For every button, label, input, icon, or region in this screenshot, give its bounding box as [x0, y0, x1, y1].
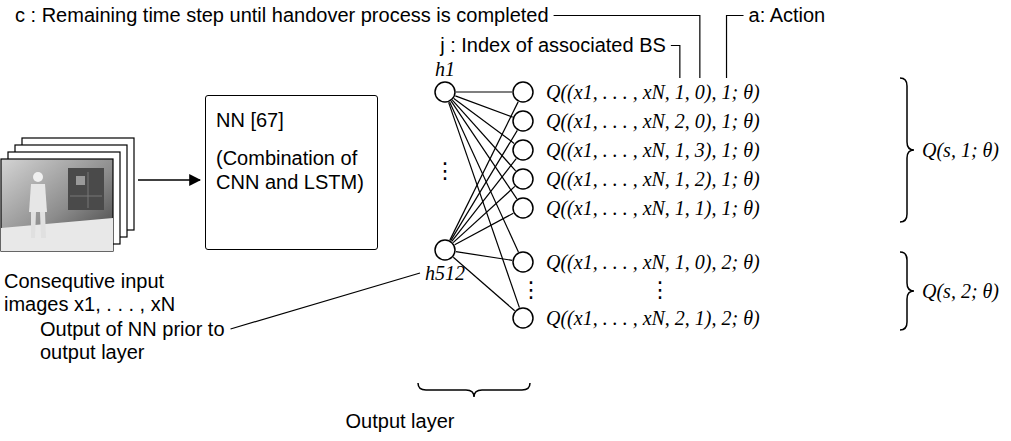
variable-note: c : Remaining time step until handover p…	[15, 4, 549, 27]
variable-note: j : Index of associated BS	[440, 34, 666, 57]
connection-line	[451, 130, 518, 240]
callout-label: Output of NN prior to output layer	[40, 318, 240, 364]
unit-shape	[512, 139, 534, 161]
block-description: (Combination of CNN and LSTM)	[216, 146, 367, 194]
unit-shape	[512, 110, 534, 132]
unit-shape	[434, 81, 456, 103]
connection-line	[452, 100, 515, 171]
block-title: NN [67]	[216, 108, 367, 132]
person-head	[33, 172, 43, 182]
output-unit: Q((x1, . . . , xN, 1, 0), 1; θ)	[512, 81, 534, 103]
connection-line	[454, 99, 514, 144]
unit-shape	[512, 197, 534, 219]
leader-line	[231, 273, 420, 329]
unit-circle	[513, 308, 533, 328]
unit-shape	[512, 307, 534, 329]
unit-shape	[512, 81, 534, 103]
brace	[900, 252, 914, 330]
person-legs	[31, 212, 46, 238]
input-caption: Consequtive input images x1, . . . , xN	[4, 270, 214, 316]
output-unit: Q((x1, . . . , xN, 1, 3), 1; θ)	[512, 139, 534, 161]
unit-shape	[512, 251, 534, 273]
unit-label: Q((x1, . . . , xN, 1, 3), 1; θ)	[546, 140, 760, 160]
unit-label: Q((x1, . . . , xN, 1, 2), 1; θ)	[546, 169, 760, 189]
unit-circle	[513, 111, 533, 131]
unit-label: Q((x1, . . . , xN, 1, 1), 1; θ)	[546, 198, 760, 218]
image-stack	[1, 138, 134, 251]
unit-circle	[513, 82, 533, 102]
output-unit: Q((x1, . . . , xN, 2, 0), 1; θ)	[512, 110, 534, 132]
unit-circle	[513, 140, 533, 160]
unit-shape	[512, 168, 534, 190]
unit-label: Q((x1, . . . , xN, 1, 0), 1; θ)	[546, 82, 760, 102]
output-group-label: Q(s, 2; θ)	[922, 280, 999, 303]
ellipsis: ⋮	[520, 279, 542, 301]
equipment	[68, 168, 104, 210]
leader-line	[727, 16, 744, 79]
equipment	[70, 172, 102, 208]
connection-line	[456, 91, 512, 92]
connection-line	[455, 213, 514, 245]
connection-line	[451, 101, 517, 199]
unit-circle	[513, 252, 533, 272]
output-unit: Q((x1, . . . , xN, 1, 0), 2; θ)	[512, 251, 534, 273]
unit-label: Q((x1, . . . , xN, 2, 0), 1; θ)	[546, 111, 760, 131]
leader-line	[671, 46, 680, 79]
ellipsis: ⋮	[649, 279, 671, 301]
brace	[418, 383, 530, 397]
equipment	[76, 176, 85, 185]
hidden-unit: h1	[434, 81, 456, 103]
unit-circle	[513, 198, 533, 218]
depth-image	[1, 159, 113, 251]
layer-label: Output layer	[346, 410, 455, 433]
variable-note: a: Action	[749, 4, 826, 27]
output-group-label: Q(s, 1; θ)	[922, 139, 999, 162]
unit-circle	[435, 82, 455, 102]
input-arrow	[138, 179, 200, 181]
unit-circle	[513, 169, 533, 189]
ellipsis: ⋮	[434, 160, 456, 182]
connection-line	[450, 102, 518, 240]
output-unit: Q((x1, . . . , xN, 1, 2), 1; θ)	[512, 168, 534, 190]
unit-circle	[435, 240, 455, 260]
unit-label: h1	[435, 59, 455, 79]
connection-line	[456, 252, 512, 261]
connection-line	[453, 186, 515, 242]
brace	[900, 78, 914, 222]
person-body	[29, 184, 47, 212]
image-floor	[1, 218, 113, 251]
unit-label: h512	[425, 263, 465, 283]
hidden-unit: h512	[434, 239, 456, 261]
unit-shape	[434, 239, 456, 261]
unit-label: Q((x1, . . . , xN, 1, 0), 2; θ)	[546, 252, 760, 272]
nn-box: NN [67] (Combination of CNN and LSTM)	[205, 95, 378, 250]
output-unit: Q((x1, . . . , xN, 1, 1), 1; θ)	[512, 197, 534, 219]
unit-label: Q((x1, . . . , xN, 2, 1), 2; θ)	[546, 308, 760, 328]
connection-line	[450, 102, 519, 252]
output-unit: Q((x1, . . . , xN, 2, 1), 2; θ)	[512, 307, 534, 329]
